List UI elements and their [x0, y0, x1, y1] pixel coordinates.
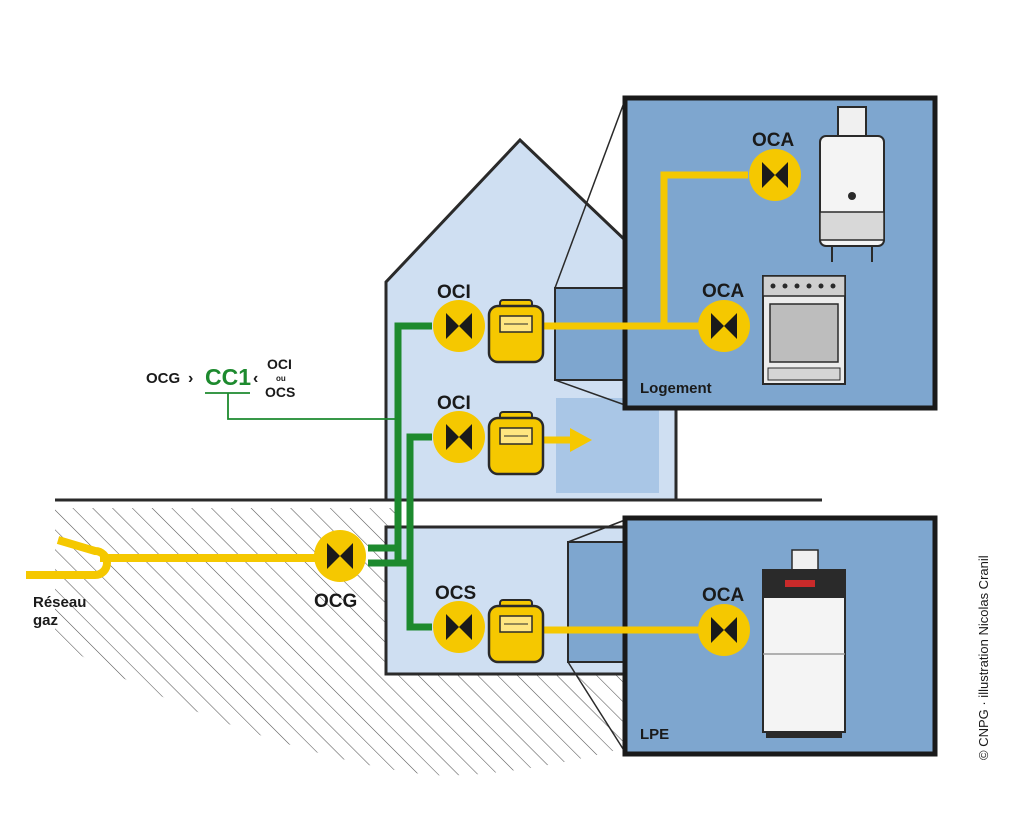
- formula-sep1: ›: [188, 370, 193, 387]
- gas-meter-icon: [487, 410, 545, 476]
- logement-label: Logement: [640, 380, 712, 397]
- reseau-label: Réseau: [33, 594, 86, 611]
- formula-left: OCG: [146, 370, 180, 387]
- yellow-pipes: [542, 171, 748, 634]
- oca-stove-label: OCA: [702, 281, 745, 302]
- formula-middle: ou: [276, 374, 286, 383]
- boiler-icon: [819, 106, 885, 262]
- ocg-label: OCG: [314, 591, 357, 612]
- gas-meter-icon: [487, 598, 545, 664]
- floor-boiler-icon: [762, 549, 846, 738]
- gas-meter-icon: [487, 298, 545, 364]
- oca-lpe-label: OCA: [702, 585, 745, 606]
- valve-oca-stove: [698, 300, 750, 352]
- stove-icon: [762, 275, 846, 385]
- zoom-lines: [554, 99, 626, 753]
- credit-text: © CNPG · illustration Nicolas Cranil: [976, 555, 991, 760]
- valve-oci-middle: [433, 411, 485, 463]
- arrow-icon: [570, 428, 592, 452]
- valve-ocg: [314, 530, 366, 582]
- valve-oca-boiler: [749, 149, 801, 201]
- formula-sep2: ‹: [253, 370, 258, 387]
- gaz-label: gaz: [33, 612, 58, 629]
- network-pipe: [26, 536, 330, 579]
- oca-boiler-label: OCA: [752, 130, 795, 151]
- valve-oca-lpe: [698, 604, 750, 656]
- formula-bottom: OCS: [265, 384, 295, 400]
- ocs-label: OCS: [435, 583, 476, 604]
- cc1-formula: OCG › CC1 ‹ OCI ou OCS: [146, 356, 295, 400]
- oci-top-label: OCI: [437, 282, 471, 303]
- valve-ocs: [433, 601, 485, 653]
- formula-top: OCI: [267, 356, 292, 372]
- valve-oci-top: [433, 300, 485, 352]
- green-pipes: [368, 322, 432, 631]
- lpe-label: LPE: [640, 726, 669, 743]
- formula-center: CC1: [205, 364, 251, 390]
- formula-connector: [227, 393, 398, 420]
- oci-middle-label: OCI: [437, 393, 471, 414]
